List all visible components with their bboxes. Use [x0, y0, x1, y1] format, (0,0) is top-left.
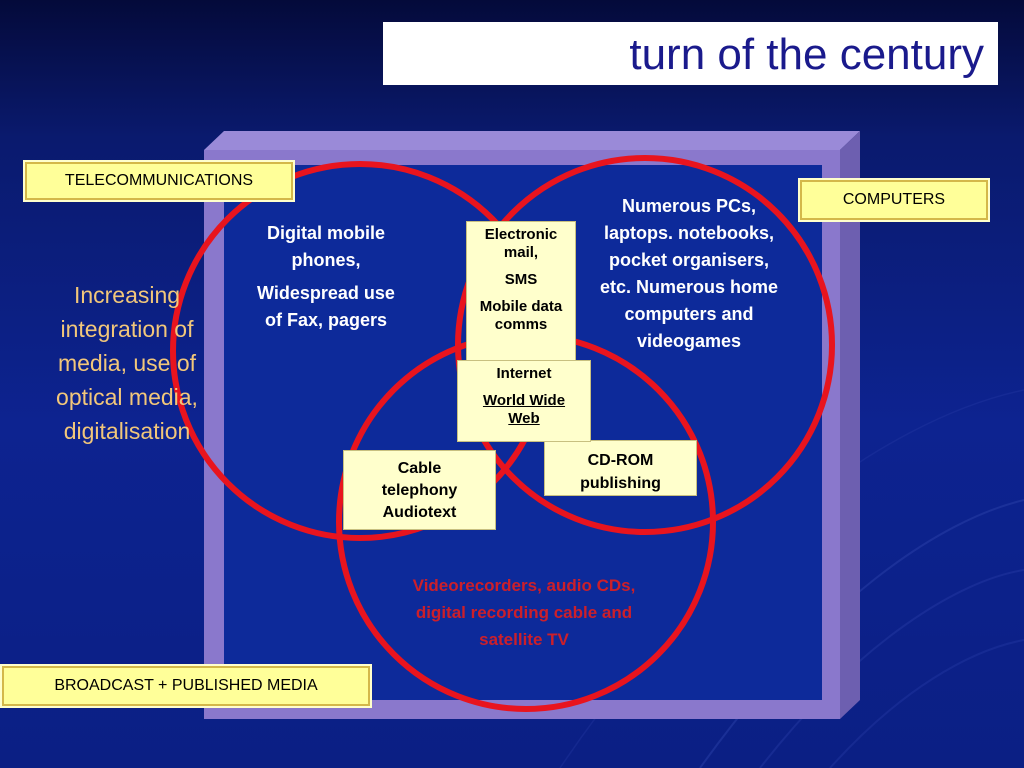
cd-rom-item: CD-ROM publishing [580, 452, 661, 492]
frame-top [204, 131, 860, 150]
sms-item: SMS [504, 271, 538, 288]
mobile-data-item: Mobile data comms [479, 298, 563, 333]
telecom-computers-box: Electronic mail, SMS Mobile data comms [466, 221, 576, 363]
frame-left [204, 150, 224, 719]
cable-telephony-item: Cable telephony [381, 460, 458, 499]
slide-title: turn of the century [629, 30, 984, 79]
www-item: World Wide Web [482, 392, 566, 427]
internet-item: Internet [496, 365, 552, 382]
email-item: Electronic mail, [484, 226, 558, 261]
title-box: turn of the century [383, 22, 998, 85]
frame-right-bar [822, 150, 840, 719]
telecommunications-label: TELECOMMUNICATIONS [25, 162, 293, 200]
broadcast-text: Videorecorders, audio CDs, digital recor… [412, 576, 636, 649]
telecom-broadcast-box: Cable telephony Audiotext [343, 450, 496, 530]
computers-text: Numerous PCs, laptops. notebooks, pocket… [599, 196, 779, 351]
telecom-text: Digital mobile phones, Widespread use of… [256, 220, 396, 334]
side-note: Increasing integration of media, use of … [56, 282, 198, 444]
center-box: Internet World Wide Web [457, 360, 591, 442]
broadcast-label: BROADCAST + PUBLISHED MEDIA [2, 666, 370, 706]
telecom-text-line1: Digital mobile phones, [266, 223, 385, 270]
frame-right [840, 131, 860, 719]
computers-label: COMPUTERS [800, 180, 988, 220]
audiotext-item: Audiotext [382, 504, 457, 521]
telecom-text-line2: Widespread use of Fax, pagers [257, 283, 395, 330]
frame-top-bar [204, 150, 840, 165]
computers-broadcast-box: CD-ROM publishing [544, 440, 697, 496]
